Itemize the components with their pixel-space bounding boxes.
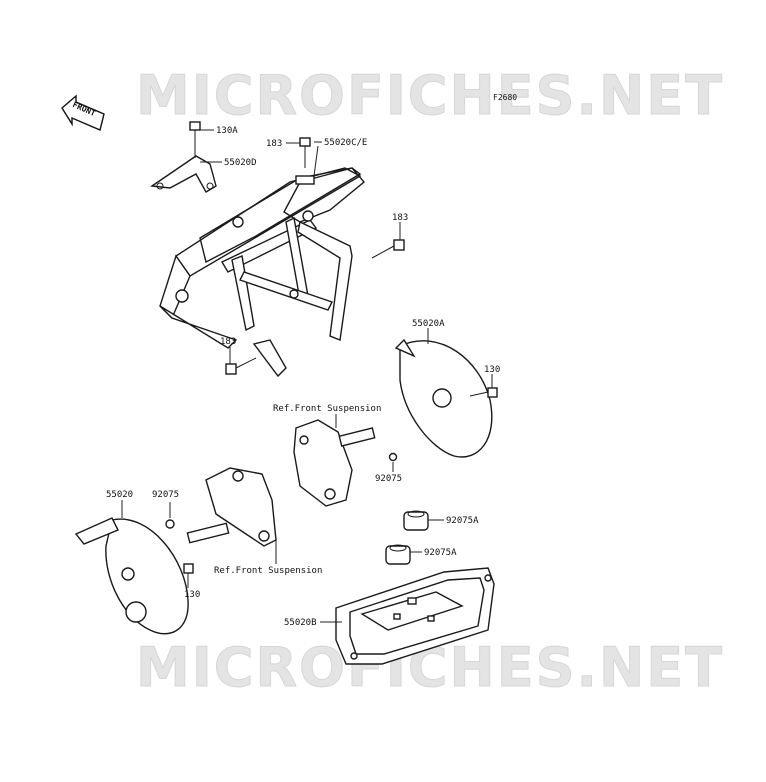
bolt-130-left-icon	[183, 563, 194, 574]
callout-55020ce: 55020C/E	[324, 138, 367, 148]
front-arrow-icon: FRONT	[61, 94, 105, 131]
washer-92075-mid-icon	[388, 452, 398, 462]
callout-55020d: 55020D	[224, 158, 257, 168]
front-guard-frame	[159, 167, 365, 378]
disc-guard-55020a	[394, 338, 493, 458]
callout-130-left: 130	[184, 590, 200, 600]
callout-92075a-2: 92075A	[424, 548, 457, 558]
knuckle-left	[186, 467, 277, 547]
bolt-183-right-icon	[371, 239, 405, 259]
leader-55020ce-2	[313, 145, 319, 177]
bolt-183-left-icon	[225, 357, 257, 375]
bracket-55020d	[150, 155, 217, 193]
callout-ref-front-susp-2: Ref.Front Suspension	[214, 566, 322, 576]
callout-ref-front-susp-1: Ref.Front Suspension	[273, 404, 381, 414]
callout-183-top: 183	[266, 139, 282, 149]
callout-55020a: 55020A	[412, 319, 445, 329]
bolt-130a-icon	[189, 121, 201, 158]
callout-183-right: 183	[392, 213, 408, 223]
callout-183-left: 183	[220, 337, 236, 347]
watermark-top: MICROFICHES.NET	[136, 64, 724, 127]
washer-92075-left-icon	[165, 519, 175, 529]
callout-92075-left: 92075	[152, 490, 179, 500]
callout-92075a-1: 92075A	[446, 516, 479, 526]
collar-92075a-1-icon	[403, 510, 429, 531]
callout-55020b: 55020B	[284, 618, 317, 628]
collar-92075a-2-icon	[385, 544, 411, 565]
callout-130-right: 130	[484, 365, 500, 375]
skid-plate-55020b	[335, 567, 495, 665]
knuckle-right	[293, 419, 376, 507]
disc-guard-55020	[74, 517, 189, 635]
callout-92075-mid: 92075	[375, 474, 402, 484]
bolt-183-top-icon	[299, 137, 311, 168]
figure-code: F2680	[493, 93, 517, 102]
callout-130a: 130A	[216, 126, 238, 136]
callout-55020: 55020	[106, 490, 133, 500]
